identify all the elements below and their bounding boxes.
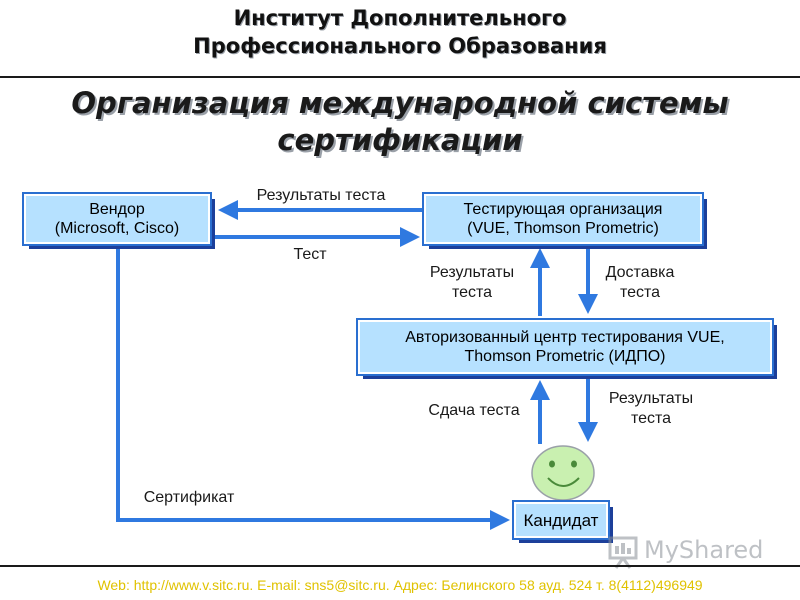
testing-organization-title: Тестирующая организация bbox=[463, 201, 663, 218]
label-certificate: Сертификат bbox=[143, 489, 235, 506]
slide-title-line-2: сертификации bbox=[277, 123, 523, 157]
slide-title-line-1: Организация международной системы bbox=[71, 86, 729, 120]
label-results-down: Результаты теста bbox=[586, 389, 716, 429]
header-divider bbox=[0, 76, 800, 78]
label-delivery-line-2: теста bbox=[619, 284, 661, 301]
authorized-center-line-1: Авторизованный центр тестирования VUE, bbox=[405, 329, 725, 346]
label-test: Тест bbox=[293, 246, 327, 263]
label-results-up: Результаты теста bbox=[410, 263, 534, 303]
institute-line-1: Институт Дополнительного bbox=[233, 6, 567, 30]
label-results-up-line-1: Результаты bbox=[429, 264, 515, 281]
label-results-down-line-1: Результаты bbox=[608, 390, 694, 407]
label-results-down-line-2: теста bbox=[630, 410, 672, 427]
vendor-examples: (Microsoft, Cisco) bbox=[54, 220, 180, 237]
label-results-up-line-2: теста bbox=[451, 284, 493, 301]
authorized-center-line-2: Thomson Prometric (ИДПО) bbox=[464, 348, 666, 365]
candidate-label: Кандидат bbox=[523, 510, 599, 530]
authorized-center-box: Авторизованный центр тестирования VUE, T… bbox=[356, 318, 774, 376]
label-results-to-vendor: Результаты теста bbox=[256, 187, 386, 204]
smiley-face-icon bbox=[531, 445, 595, 501]
candidate-box: Кандидат bbox=[512, 500, 610, 540]
footer-contacts: Web: http://www.v.sitc.ru. E-mail: sns5@… bbox=[97, 577, 703, 593]
arrow-certificate-core bbox=[116, 248, 510, 530]
slide-title: Организация международной системы сертиф… bbox=[0, 85, 800, 159]
vendor-title: Вендор bbox=[89, 201, 145, 218]
testing-organization-examples: (VUE, Thomson Prometric) bbox=[467, 220, 659, 237]
institute-name: Институт Дополнительного Профессионально… bbox=[0, 4, 800, 60]
footer-divider bbox=[0, 565, 800, 567]
label-delivery-line-1: Доставка bbox=[605, 264, 675, 281]
watermark-text: MyShared bbox=[644, 536, 764, 564]
label-submit-test: Сдача теста bbox=[428, 402, 520, 419]
institute-line-2: Профессионального Образования bbox=[193, 34, 607, 58]
vendor-box: Вендор (Microsoft, Cisco) bbox=[22, 192, 212, 246]
label-delivery: Доставка теста bbox=[584, 263, 696, 303]
testing-organization-box: Тестирующая организация (VUE, Thomson Pr… bbox=[422, 192, 704, 246]
